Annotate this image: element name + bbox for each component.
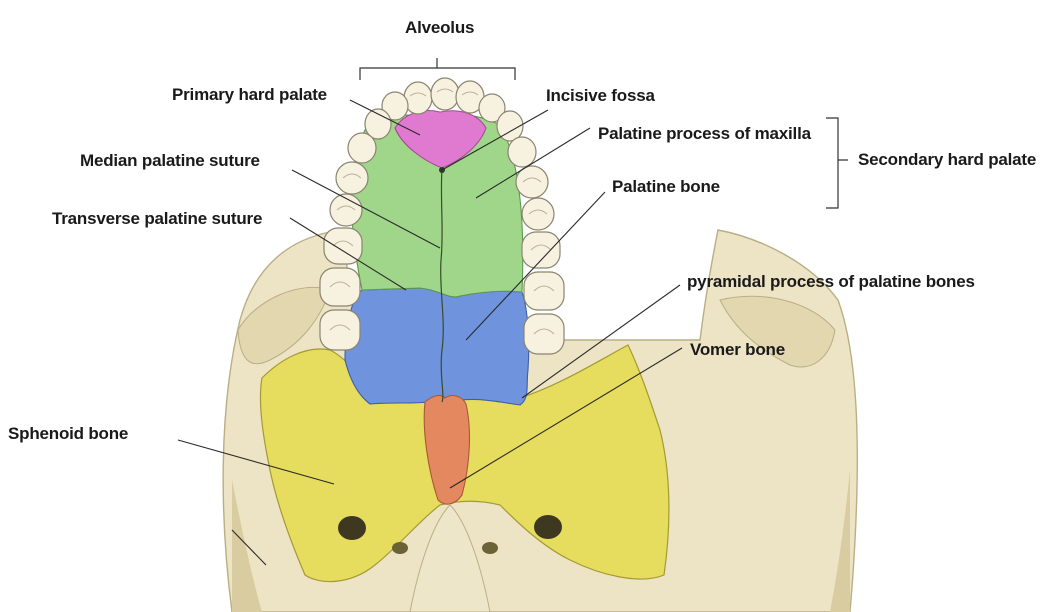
label-secondary-hard-palate: Secondary hard palate — [858, 150, 1036, 170]
tooth — [524, 272, 564, 310]
tooth — [508, 137, 536, 167]
right-foramen-lower — [482, 542, 498, 554]
label-median-palatine-suture: Median palatine suture — [80, 151, 260, 171]
palatine-bone — [345, 288, 529, 405]
label-palatine-process-maxilla: Palatine process of maxilla — [598, 124, 811, 144]
label-sphenoid-bone: Sphenoid bone — [8, 424, 128, 444]
tooth — [336, 162, 368, 194]
label-vomer-bone: Vomer bone — [690, 340, 785, 360]
secondary-palate-bracket — [826, 118, 848, 208]
left-foramen-lower — [392, 542, 408, 554]
tooth — [348, 133, 376, 163]
alveolus-bracket — [360, 58, 515, 80]
label-primary-hard-palate: Primary hard palate — [172, 85, 327, 105]
tooth — [524, 314, 564, 354]
label-incisive-fossa: Incisive fossa — [546, 86, 655, 106]
tooth — [522, 198, 554, 230]
left-foramen — [338, 516, 366, 540]
tooth — [320, 268, 360, 306]
tooth — [431, 78, 459, 110]
tooth — [320, 310, 360, 350]
label-palatine-bone: Palatine bone — [612, 177, 720, 197]
label-pyramidal-process: pyramidal process of palatine bones — [687, 272, 975, 292]
tooth — [522, 232, 560, 268]
label-transverse-palatine-suture: Transverse palatine suture — [52, 209, 262, 229]
label-alveolus: Alveolus — [405, 18, 474, 38]
right-foramen — [534, 515, 562, 539]
